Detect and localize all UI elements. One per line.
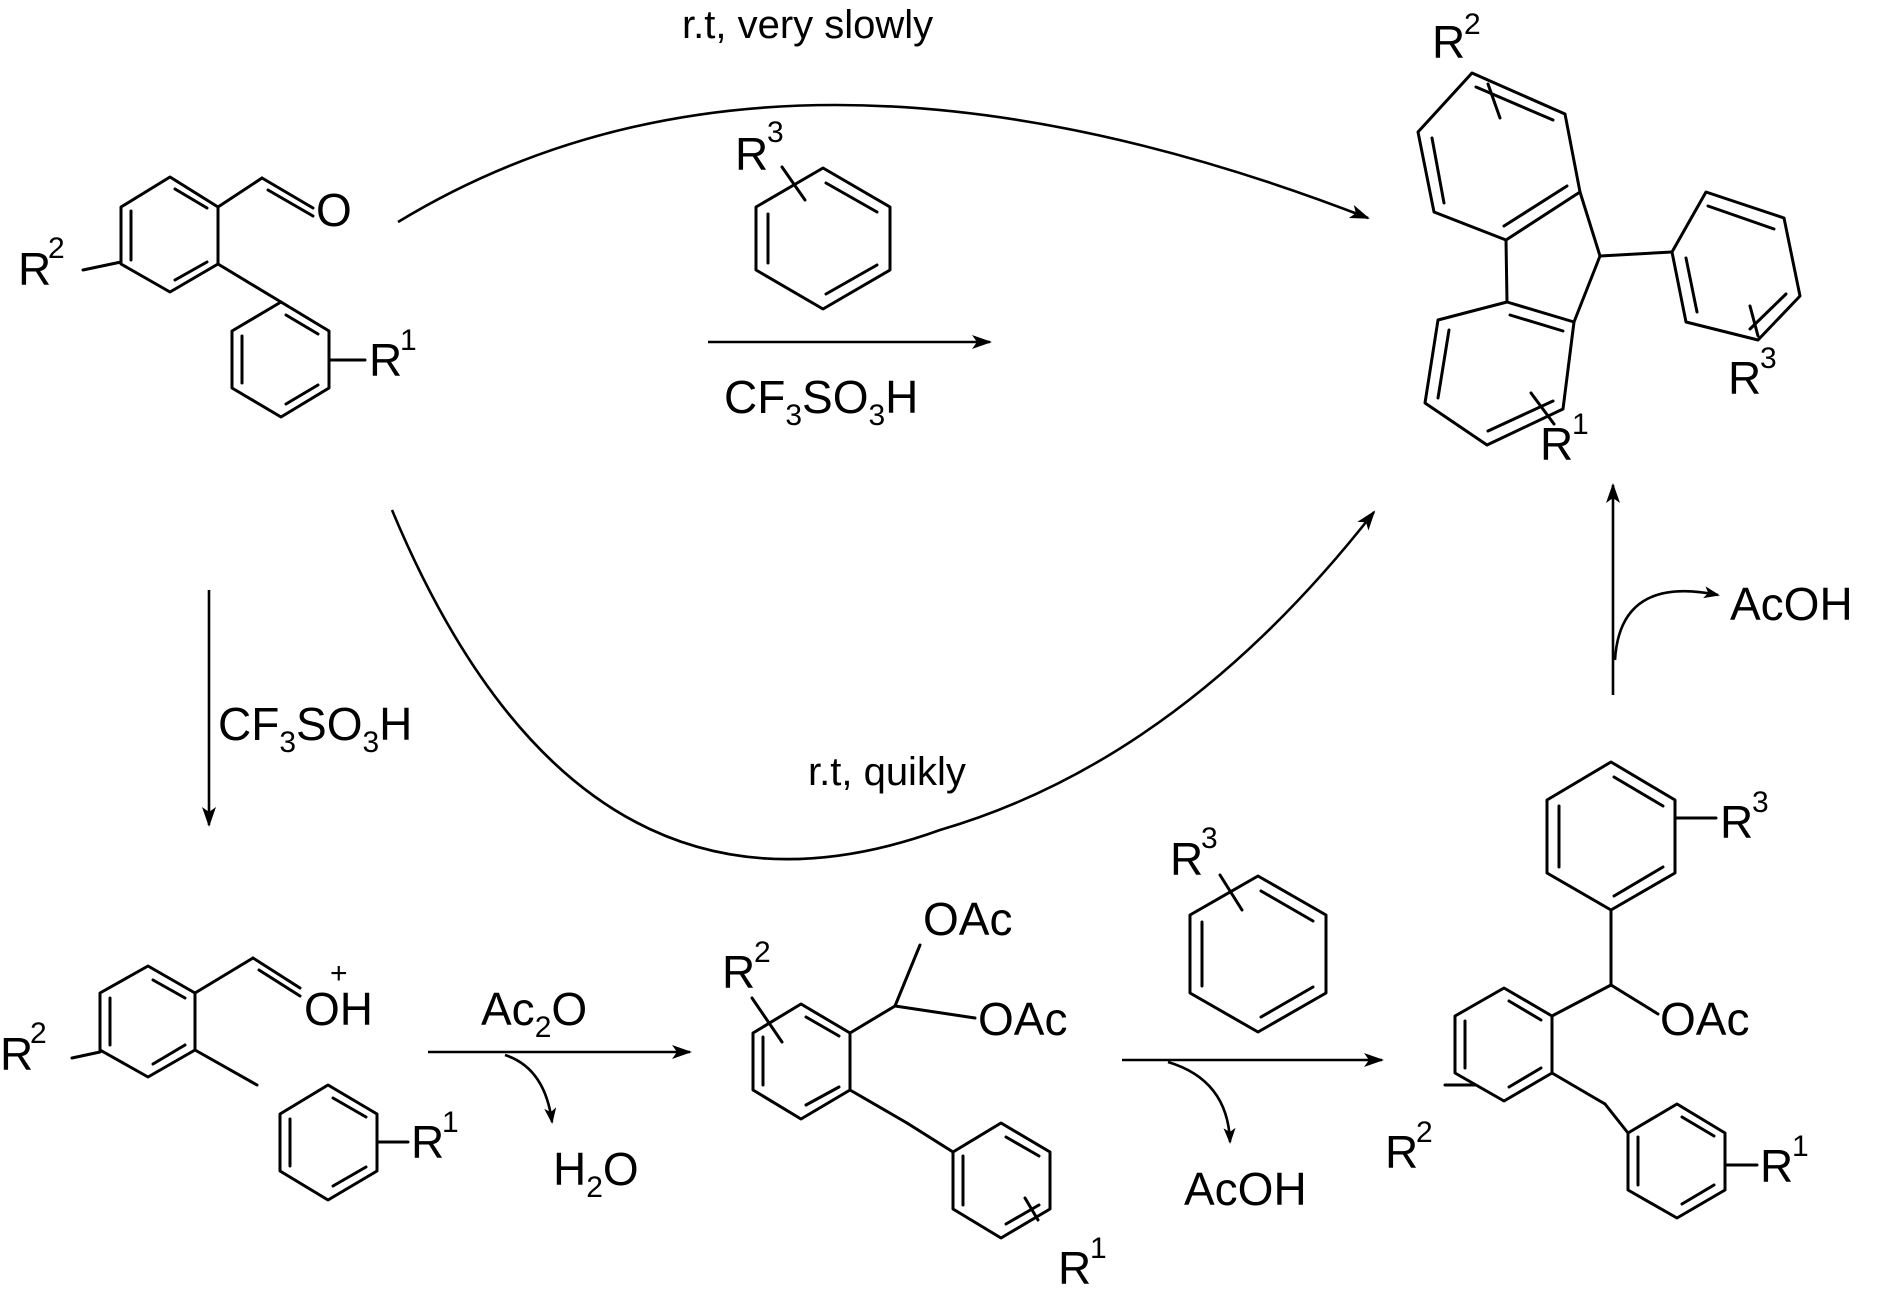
triaryl-r2-superscript: 2 bbox=[1416, 1116, 1433, 1149]
triaryl-r1-superscript: 1 bbox=[1792, 1130, 1809, 1163]
triaryl-r1-label: R bbox=[1760, 1140, 1793, 1192]
oxonium-oh: OH bbox=[304, 983, 373, 1035]
r2-label: R bbox=[18, 243, 51, 295]
diacetate-intermediate: OAc OAc R 2 R 1 bbox=[722, 893, 1107, 1294]
protonated-r1-label: R bbox=[411, 1116, 444, 1168]
diacetate-oac-bottom: OAc bbox=[978, 993, 1067, 1045]
arene-r3-superscript: 3 bbox=[1201, 822, 1218, 855]
triaryl-oac: OAc bbox=[1660, 993, 1749, 1045]
benzhydryl-acetate-intermediate: R 3 OAc R 2 R 1 bbox=[1385, 760, 1809, 1220]
triaryl-r3-label: R bbox=[1720, 796, 1753, 848]
fluorene-product: R 2 R 1 R 3 bbox=[1416, 8, 1802, 470]
top-arc-arrow bbox=[397, 103, 1370, 224]
r1-label: R bbox=[369, 334, 402, 386]
oxonium-plus: + bbox=[330, 957, 348, 990]
product-r1-superscript: 1 bbox=[1572, 408, 1589, 441]
product-r3-label: R bbox=[1728, 352, 1761, 404]
triaryl-r2-label: R bbox=[1385, 1126, 1418, 1178]
r2-superscript: 2 bbox=[48, 232, 65, 265]
starting-aldehyde: O R 2 R 1 bbox=[18, 175, 417, 419]
water-release-arrow bbox=[504, 1053, 557, 1124]
arene-reagent-center: R 3 bbox=[735, 116, 892, 311]
acoh-release-arrow-2 bbox=[1613, 586, 1720, 661]
acetylation-reagent: Ac2O bbox=[481, 983, 587, 1044]
protonated-r1-superscript: 1 bbox=[442, 1106, 459, 1139]
arene-r3-label: R bbox=[1170, 833, 1203, 885]
water-product: H2O bbox=[553, 1143, 639, 1204]
product-r3-superscript: 3 bbox=[1760, 342, 1777, 375]
diacetate-r1-label: R bbox=[1058, 1242, 1091, 1294]
down-arrow-reagent: CF3SO3H bbox=[218, 698, 412, 759]
top-arc-condition: r.t, very slowly bbox=[682, 3, 933, 47]
triaryl-r3-superscript: 3 bbox=[1752, 786, 1769, 819]
diacetate-r1-superscript: 1 bbox=[1090, 1232, 1107, 1265]
product-r2-superscript: 2 bbox=[1464, 8, 1481, 41]
bottom-arc-condition: r.t, quikly bbox=[808, 750, 966, 794]
arene-reagent-bottom: R 3 bbox=[1170, 822, 1328, 1034]
acetic-acid-2: AcOH bbox=[1730, 578, 1853, 630]
product-r1-label: R bbox=[1540, 418, 1573, 470]
r3-label: R bbox=[735, 128, 768, 180]
diacetate-oac-top: OAc bbox=[923, 893, 1012, 945]
diacetate-r2-superscript: 2 bbox=[754, 936, 771, 969]
protonated-aldehyde: OH + R 2 R 1 bbox=[0, 956, 459, 1202]
r3-superscript: 3 bbox=[767, 116, 784, 149]
diacetate-r2-label: R bbox=[722, 946, 755, 998]
protonated-r2-label: R bbox=[0, 1028, 33, 1080]
bottom-arc-arrow bbox=[390, 509, 1376, 861]
acoh-release-arrow-1 bbox=[1167, 1060, 1236, 1144]
aldehyde-oxygen: O bbox=[316, 184, 352, 236]
center-arrow-reagent: CF3SO3H bbox=[724, 371, 918, 432]
r1-superscript: 1 bbox=[400, 324, 417, 357]
protonated-r2-superscript: 2 bbox=[30, 1017, 47, 1050]
acetic-acid-1: AcOH bbox=[1184, 1163, 1307, 1215]
product-r2-label: R bbox=[1432, 16, 1465, 68]
